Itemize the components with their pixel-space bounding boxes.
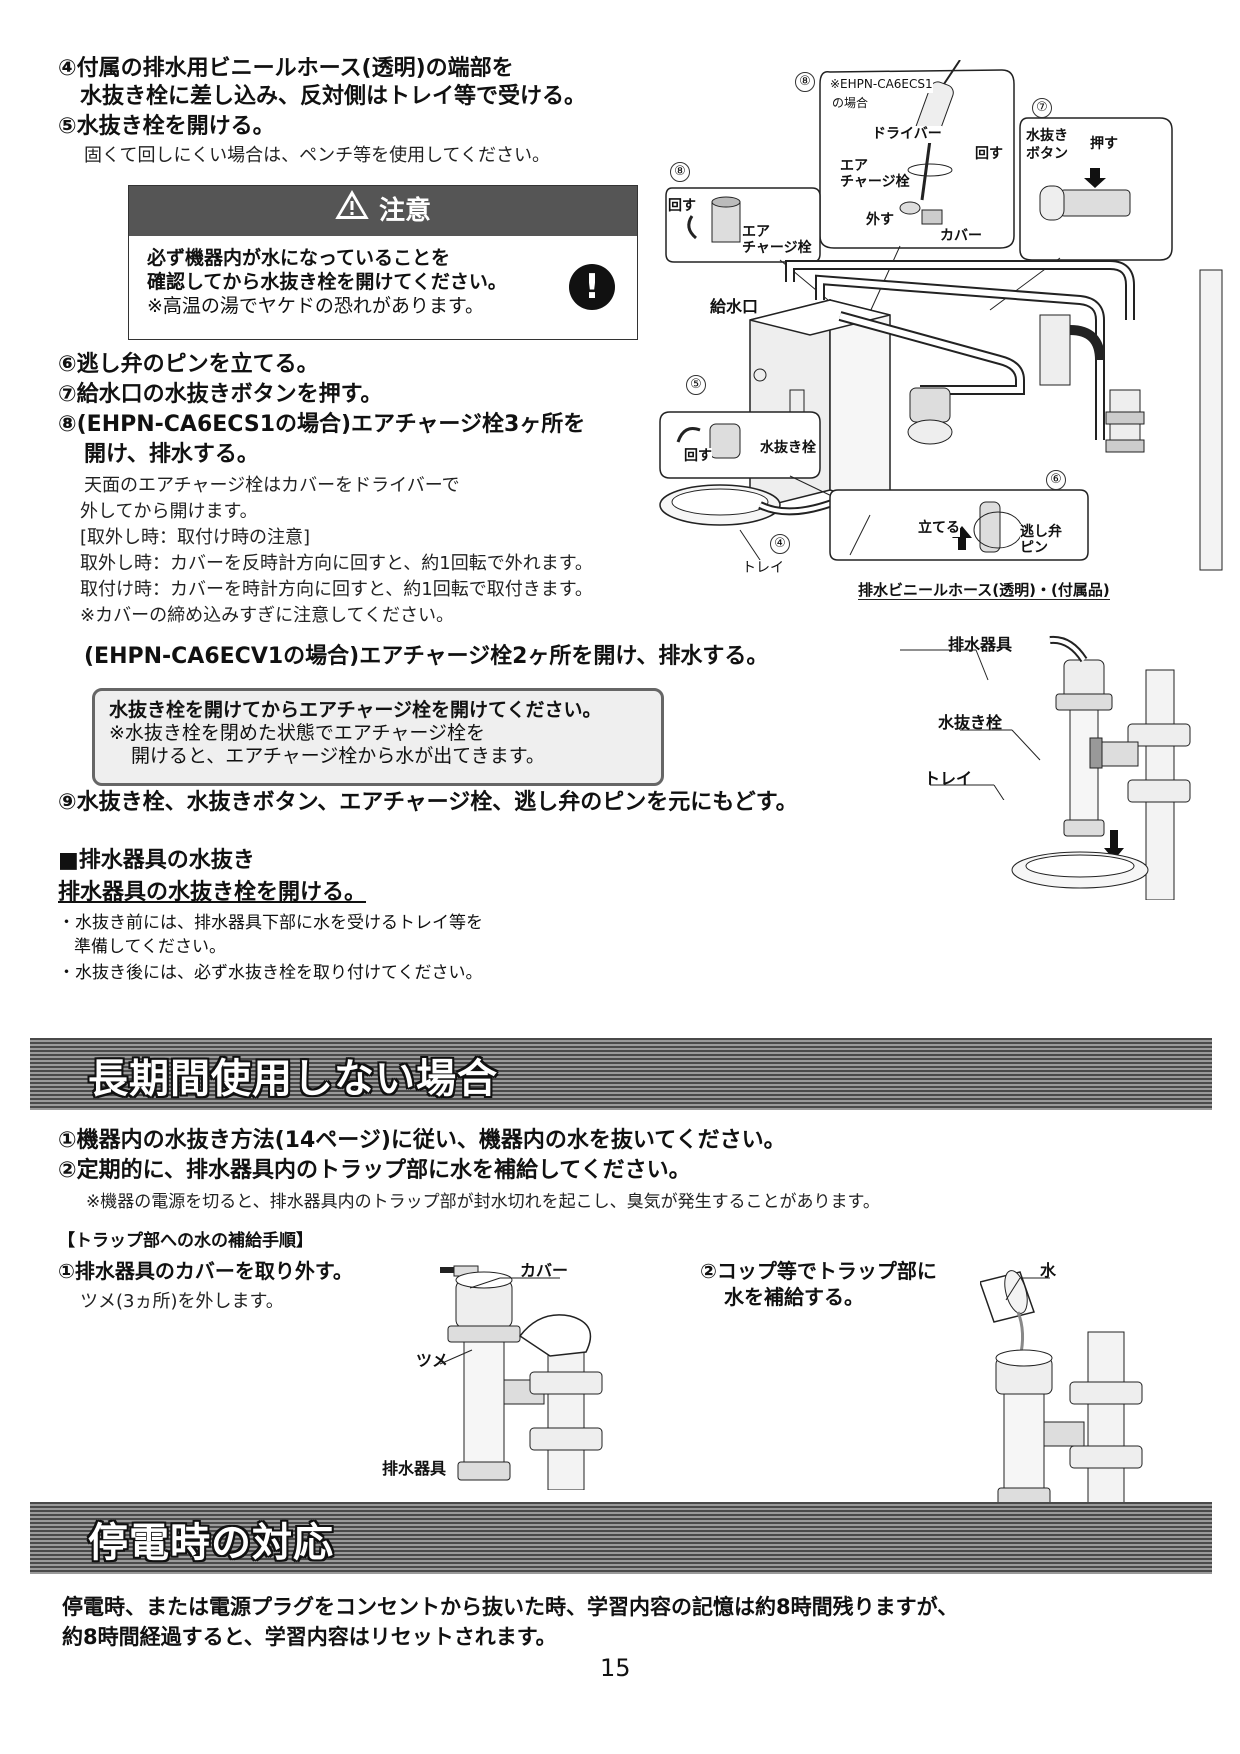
caution-title: 注意 [378, 196, 431, 226]
label-ecs1: ※EHPN-CA6ECS1 [830, 76, 933, 93]
label-mizunukisen: 水抜き栓 [760, 440, 816, 457]
label-mawasu2: 回す [668, 198, 696, 215]
label-mizu: 水 [1040, 1261, 1057, 1280]
callout-number-4: ④ [770, 534, 790, 554]
drain-leader-lines [900, 649, 1041, 800]
caution-header: 注意 [129, 186, 637, 236]
label-haisuikigu-2: 排水器具 [382, 1459, 447, 1478]
label-hose: 排水ビニールホース(透明)・(付属品) [858, 581, 1110, 600]
drain-fitting-diagram [1011, 635, 1191, 900]
note-1: 天面のエアチャージ栓はカバーをドライバーで [84, 475, 460, 496]
label-charge: チャージ栓 [840, 174, 910, 191]
section-banner-long-term: 長期間使用しない場合 [30, 1038, 1212, 1110]
note-2: 外してから開けます。 [80, 501, 258, 522]
long-term-step-2: ②定期的に、排水器具内のトラップ部に水を補給してください。 [58, 1158, 691, 1183]
power-outage-line2: 約8時間経過すると、学習内容はリセットされます。 [62, 1625, 557, 1649]
page-number: 15 [600, 1654, 631, 1682]
label-air2: エア [742, 224, 770, 241]
notice-line1: 水抜き栓を開けてからエアチャージ栓を開けてください。 [109, 699, 602, 721]
drain-bullet-1: ・水抜き前には、排水器具下部に水を受けるトレイ等を [58, 913, 483, 933]
note-3: [取外し時：取付け時の注意] [80, 527, 311, 548]
section-title-power-outage: 停電時の対応 [88, 1520, 334, 1566]
trap-step-1-note: ツメ(3ヵ所)を外します。 [80, 1291, 284, 1312]
power-outage-line1: 停電時、または電源プラグをコンセントから抜いた時、学習内容の記憶は約8時間残りま… [62, 1595, 959, 1619]
step-7: ⑦給水口の水抜きボタンを押す。 [58, 382, 383, 407]
label-button: ボタン [1026, 146, 1068, 163]
callout-number-6: ⑥ [1046, 470, 1066, 490]
warning-triangle-icon [335, 187, 369, 237]
note-4: 取外し時：カバーを反時計方向に回すと、約1回転で外れます。 [80, 553, 593, 574]
step-9: ⑨水抜き栓、水抜きボタン、エアチャージ栓、逃し弁のピンを元にもどす。 [58, 790, 798, 815]
label-mawasu: 回す [975, 146, 1003, 163]
exclamation-icon: ! [569, 264, 615, 310]
trap-step-1: ①排水器具のカバーを取り外す。 [58, 1259, 353, 1283]
section-banner-power-outage: 停電時の対応 [30, 1502, 1212, 1574]
callout-number-8b: ⑧ [670, 162, 690, 182]
label-haisuikigu: 排水器具 [948, 635, 1013, 654]
label-kyusuiguchi: 給水口 [710, 297, 759, 316]
long-term-note: ※機器の電源を切ると、排水器具内のトラップ部が封水切れを起こし、臭気が発生するこ… [86, 1192, 880, 1212]
water-heater-diagram [659, 60, 1223, 576]
callout-number-5: ⑤ [686, 375, 706, 395]
label-charge2: チャージ栓 [742, 240, 812, 257]
label-nigashiben: 逃し弁 [1020, 524, 1062, 541]
section-title-long-term: 長期間使用しない場合 [88, 1056, 498, 1102]
drain-subheading: 排水器具の水抜き栓を開ける。 [58, 880, 367, 905]
step-8-cv1: (EHPN-CA6ECV1の場合)エアチャージ栓2ヶ所を開け、排水する。 [84, 644, 769, 669]
trap-step-2: ②コップ等でトラップ部に [700, 1259, 937, 1283]
label-tateru: 立てる [918, 520, 960, 537]
label-mizunukisen2: 水抜き栓 [938, 713, 1003, 732]
callout-number-8: ⑧ [795, 72, 815, 92]
label-tsume: ツメ [416, 1351, 449, 1370]
note-6: ※カバーの締め込みすぎに注意してください。 [80, 605, 454, 626]
trap-cover-diagram [440, 1265, 603, 1490]
label-mawasu3: 回す [684, 448, 712, 465]
step-8-cont: 開け、排水する。 [84, 442, 259, 467]
label-pin: ピン [1020, 540, 1048, 557]
caution-line1: 必ず機器内が水になっていることを [147, 247, 451, 269]
notice-line2: ※水抜き栓を閉めた状態でエアチャージ栓を [109, 722, 485, 744]
label-mizunuki: 水抜き [1026, 128, 1068, 145]
step-6: ⑥逃し弁のピンを立てる。 [58, 352, 319, 377]
long-term-step-1: ①機器内の水抜き方法(14ページ)に従い、機器内の水を抜いてください。 [58, 1128, 786, 1153]
note-5: 取付け時：カバーを時計方向に回すと、約1回転で取付きます。 [80, 579, 593, 600]
caution-line3: ※高温の湯でヤケドの恐れがあります。 [147, 295, 485, 317]
step-5-note: 固くて回しにくい場合は、ペンチ等を使用してください。 [84, 145, 551, 166]
callout-number-7: ⑦ [1032, 98, 1052, 118]
trap-water-diagram [980, 1270, 1143, 1512]
step-8: ⑧(EHPN-CA6ECS1の場合)エアチャージ栓3ヶ所を [58, 412, 586, 437]
step-4-cont: 水抜き栓に差し込み、反対側はトレイ等で受ける。 [80, 84, 587, 109]
trap-leader-lines [439, 1277, 1050, 1365]
label-cover: カバー [940, 228, 982, 245]
label-air: エア [840, 158, 868, 175]
trap-step-2-cont: 水を補給する。 [724, 1285, 864, 1309]
step-5: ⑤水抜き栓を開ける。 [58, 114, 275, 139]
notice-box: 水抜き栓を開けてからエアチャージ栓を開けてください。 ※水抜き栓を閉めた状態でエ… [92, 688, 664, 786]
caution-line2: 確認してから水抜き栓を開けてください。 [147, 271, 507, 293]
label-hazusu: 外す [866, 212, 894, 229]
label-driver: ドライバー [872, 126, 942, 143]
drain-heading: ■排水器具の水抜き [58, 848, 255, 873]
drain-bullet-2: ・水抜き後には、必ず水抜き栓を取り付けてください。 [58, 963, 483, 983]
label-tray: トレイ [742, 560, 784, 577]
notice-line3: 開けると、エアチャージ栓から水が出てきます。 [131, 745, 545, 767]
caution-box: 注意 必ず機器内が水になっていることを 確認してから水抜き栓を開けてください。 … [128, 185, 638, 340]
label-cover-2: カバー [520, 1261, 569, 1280]
step-4: ④付属の排水用ビニールホース(透明)の端部を [58, 56, 514, 81]
label-osu: 押す [1090, 136, 1118, 153]
label-ecs1-case: の場合 [832, 95, 869, 112]
drain-bullet-1-cont: 準備してください。 [74, 937, 226, 957]
trap-procedure-heading: 【トラップ部への水の補給手順】 [58, 1231, 313, 1251]
label-tray2: トレイ [924, 769, 973, 788]
